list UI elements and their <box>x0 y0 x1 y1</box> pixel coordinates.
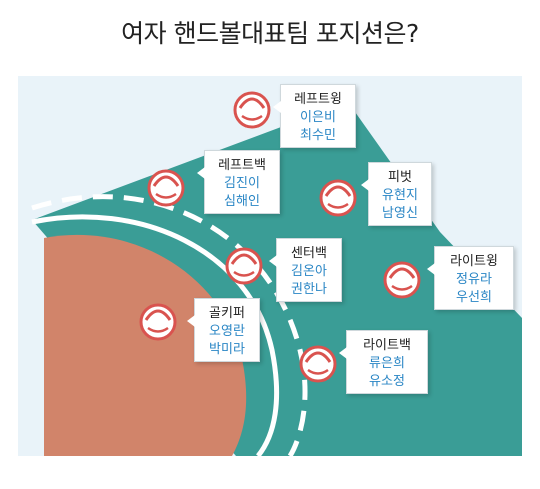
position-box-pivot: 피벗 유현지 남영신 <box>361 162 432 226</box>
player-name: 최수민 <box>300 128 336 143</box>
player-name: 유소정 <box>369 374 405 389</box>
position-label: 센터백 <box>291 246 327 261</box>
player-icon <box>225 247 263 285</box>
player-name: 오영란 <box>209 324 245 339</box>
callout-tail <box>273 101 281 113</box>
callout-tail <box>197 167 205 179</box>
position-label: 피벗 <box>388 170 412 185</box>
player-icon <box>383 261 421 299</box>
position-label: 골키퍼 <box>209 306 245 321</box>
callout-tail <box>339 347 347 359</box>
position-box-left-wing: 레프트윙 이은비 최수민 <box>273 84 356 148</box>
player-icon <box>319 179 357 217</box>
position-box-right-back: 라이트백 류은희 유소정 <box>339 330 428 394</box>
player-name: 심해인 <box>224 194 260 209</box>
callout-tail <box>427 263 435 275</box>
position-box-left-back: 레프트백 김진이 심해인 <box>197 150 280 214</box>
player-name: 남영신 <box>382 206 418 221</box>
callout-tail <box>187 315 195 327</box>
player-name: 이은비 <box>300 110 336 125</box>
player-name: 우선희 <box>456 290 492 305</box>
callout-tail <box>269 255 277 267</box>
player-icon <box>139 303 177 341</box>
player-name: 박미라 <box>209 342 245 357</box>
goal-area <box>44 234 247 456</box>
position-label: 레프트윙 <box>294 92 342 107</box>
position-box-goalkeeper: 골키퍼 오영란 박미라 <box>187 298 260 362</box>
player-icon <box>233 91 271 129</box>
player-name: 정유라 <box>456 272 492 287</box>
position-box-center-back: 센터백 김온아 권한나 <box>269 238 342 302</box>
player-name: 유현지 <box>382 188 418 203</box>
position-box-right-wing: 라이트윙 정유라 우선희 <box>427 246 514 310</box>
player-name: 권한나 <box>291 282 327 297</box>
position-label: 라이트윙 <box>450 254 498 269</box>
infographic-title: 여자 핸드볼대표팀 포지션은? <box>121 19 419 48</box>
player-name: 류은희 <box>369 356 405 371</box>
position-label: 레프트백 <box>218 158 266 173</box>
player-name: 김온아 <box>291 264 327 279</box>
player-name: 김진이 <box>224 176 260 191</box>
player-icon <box>147 169 185 207</box>
position-label: 라이트백 <box>363 338 411 353</box>
player-icon <box>299 345 337 383</box>
callout-tail <box>361 179 369 191</box>
